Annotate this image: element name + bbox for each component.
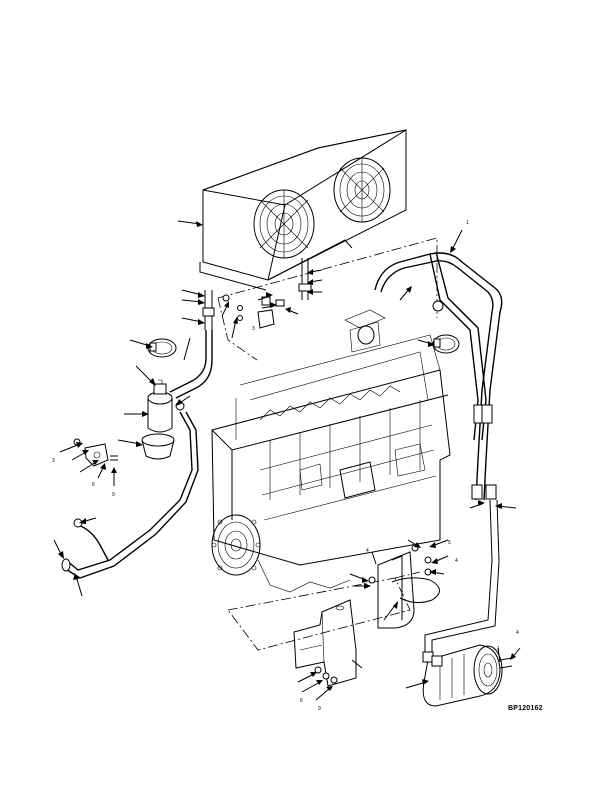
- figure-reference: BP120162: [508, 705, 543, 712]
- receiver-drier: [141, 379, 185, 460]
- reference-planes: [217, 237, 438, 651]
- callout-labels: 1 1 3 3 4 4 4 5 6 6 9 9: [52, 220, 519, 712]
- callout-8: 5: [448, 540, 451, 546]
- callout-3: 3: [52, 458, 55, 464]
- hose-clamp-left: [147, 338, 177, 358]
- discharge-hose-assembly: [374, 251, 503, 660]
- ac-compressor: [422, 644, 513, 707]
- mounting-plate: [293, 599, 357, 687]
- callout-10: 6: [300, 698, 303, 704]
- callout-7: 4: [455, 558, 458, 564]
- callout-4: 3: [252, 326, 255, 332]
- compressor-bracket: [368, 544, 440, 629]
- liquid-line-assembly: [61, 330, 213, 579]
- callout-2: 1: [497, 646, 500, 652]
- callout-5: 4: [366, 548, 369, 554]
- engine-block: [211, 309, 451, 593]
- callout-1: 1: [466, 220, 469, 226]
- hose-clamp-right: [432, 334, 460, 354]
- condenser-fittings: [222, 294, 285, 329]
- callout-9: 6: [92, 482, 95, 488]
- fan-grille-left: [253, 189, 315, 259]
- callout-11: 9: [112, 492, 115, 498]
- condenser-assembly: [199, 129, 407, 330]
- leader-arrows: [53, 220, 521, 701]
- callout-12: 9: [318, 706, 321, 712]
- callout-6: 4: [516, 630, 519, 636]
- flywheel-housing: [211, 514, 261, 576]
- fan-grille-right: [333, 157, 391, 223]
